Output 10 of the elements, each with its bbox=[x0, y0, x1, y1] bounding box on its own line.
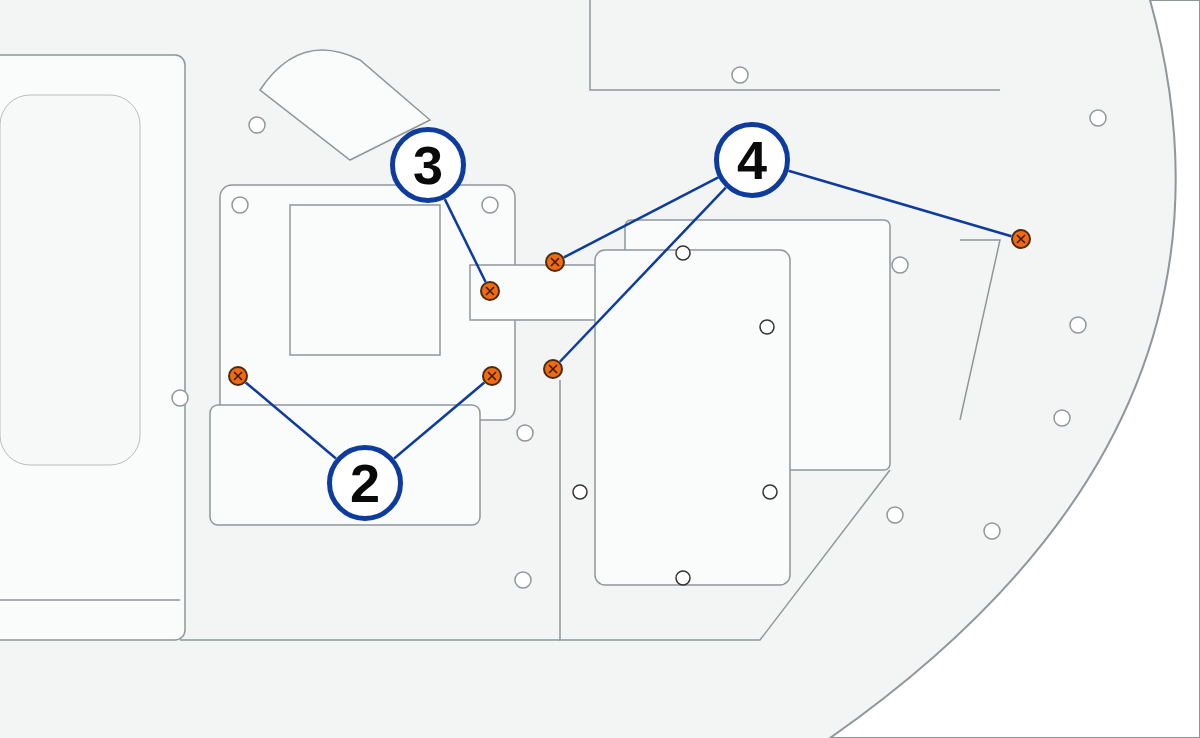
leader-line bbox=[244, 381, 337, 460]
leader-line bbox=[788, 169, 1012, 238]
leader-line bbox=[563, 176, 719, 259]
leader-line bbox=[393, 381, 486, 460]
leader-line bbox=[443, 198, 487, 283]
callout-number: 4 bbox=[714, 122, 790, 198]
leader-line bbox=[559, 186, 727, 363]
screw-head bbox=[1011, 229, 1031, 249]
screw-head bbox=[545, 252, 565, 272]
screw-head bbox=[543, 359, 563, 379]
